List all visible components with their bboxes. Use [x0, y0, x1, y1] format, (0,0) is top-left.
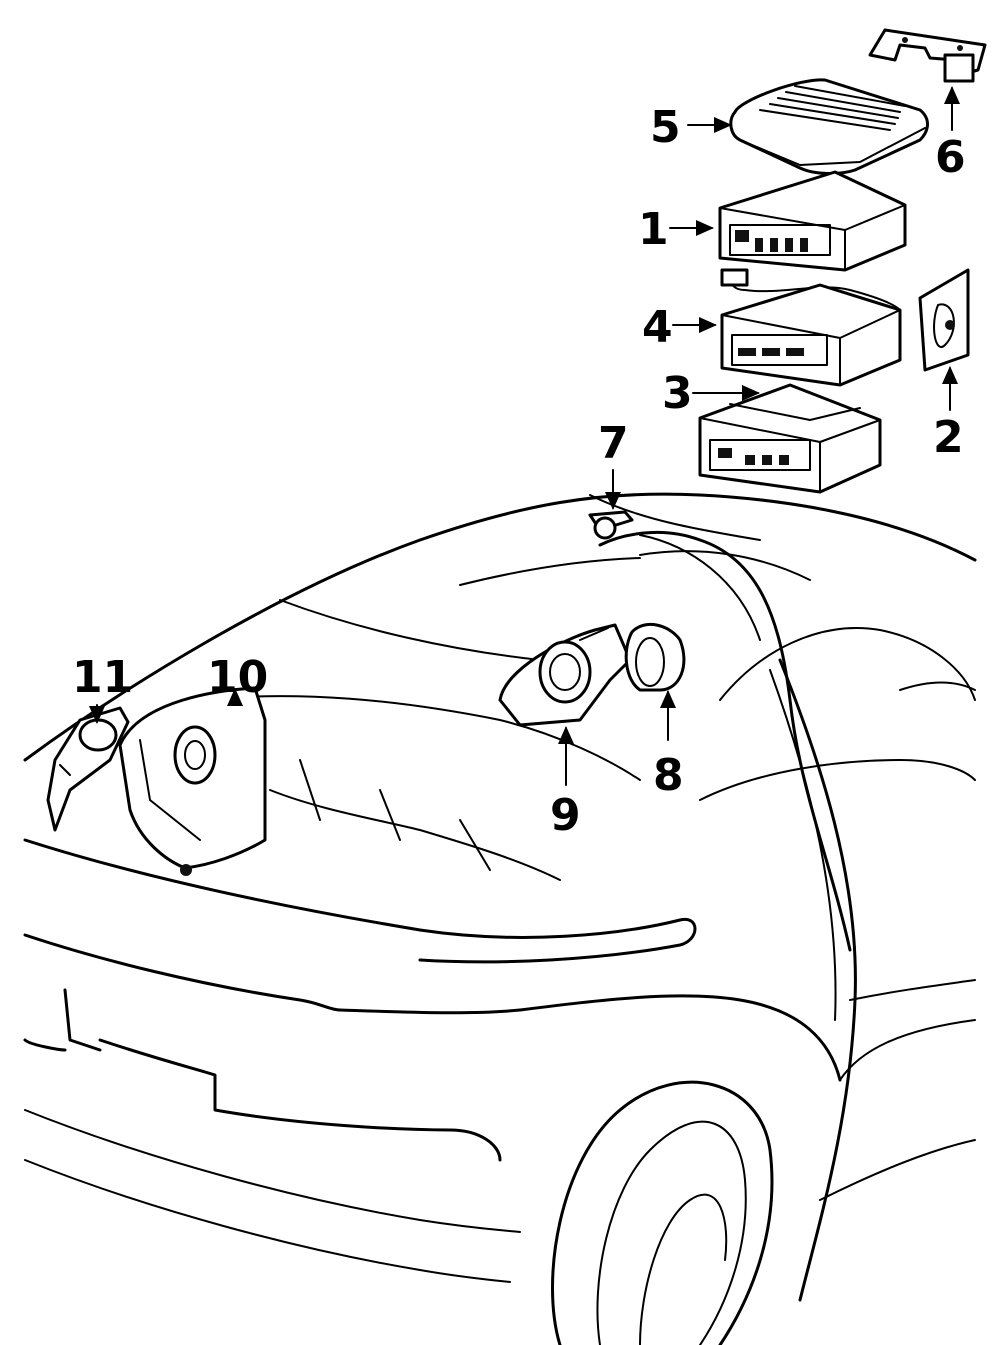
callout-11: 11 [72, 652, 133, 703]
callout-5: 5 [650, 102, 681, 153]
callout-4: 4 [642, 302, 673, 353]
part-11-tweeter-bracket [46, 706, 130, 832]
part-5-amplifier [729, 78, 929, 175]
car-body-outline [23, 492, 977, 1345]
part-9-speaker-bracket [498, 623, 632, 727]
callout-8: 8 [653, 750, 684, 801]
callout-2: 2 [933, 412, 964, 463]
callout-9: 9 [550, 790, 581, 841]
part-7-tweeter [588, 510, 634, 540]
part-3-radio [698, 383, 882, 494]
part-6-bracket [868, 28, 987, 83]
part-8-speaker [624, 622, 686, 692]
part-10-speaker-box [118, 686, 267, 876]
part-4-cassette [720, 268, 902, 387]
callout-1: 1 [638, 204, 669, 255]
callout-7: 7 [598, 418, 629, 469]
part-2-mount-plate [918, 268, 970, 372]
callout-6: 6 [935, 132, 966, 183]
callout-leaders [89, 86, 960, 786]
callout-3: 3 [662, 368, 693, 419]
callout-10: 10 [207, 652, 268, 703]
